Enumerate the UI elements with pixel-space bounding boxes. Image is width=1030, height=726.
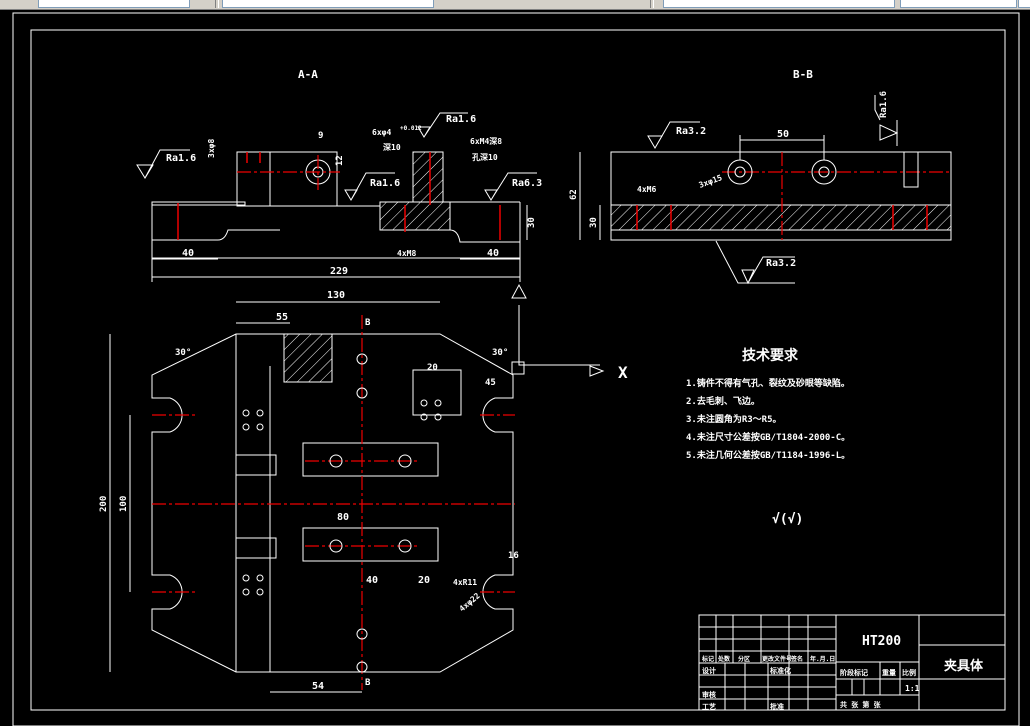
drawing-annotation: 年.月.日 bbox=[810, 655, 835, 663]
material-label: HT200 bbox=[862, 634, 901, 649]
drawing-annotation: 6xφ4 bbox=[372, 128, 391, 137]
toolbar-color-combo[interactable] bbox=[222, 0, 434, 8]
hatched-section bbox=[379, 201, 451, 231]
title-block: HT200 夹具体 标记 处数 分区 更改文件号 签名 年.月.日 设计 标准化… bbox=[698, 614, 1006, 711]
drawing-annotation: Ra1.6 bbox=[446, 114, 476, 125]
drawing-annotation: 80 bbox=[337, 512, 349, 523]
drawing-annotation: 深10 bbox=[383, 142, 401, 152]
drawing-annotation: 4xM6 bbox=[637, 185, 656, 194]
cad-drawing: A-A 229 40 40 30 9 12 4xM8 R bbox=[12, 12, 1020, 726]
toolbar bbox=[0, 0, 1030, 10]
drawing-annotation: 4xφ22 bbox=[458, 591, 482, 613]
drawing-annotation: Ra3.2 bbox=[766, 258, 796, 269]
scale-value: 1:1 bbox=[905, 684, 920, 693]
drawing-annotation: 20 bbox=[427, 363, 438, 373]
drawing-canvas[interactable]: A-A 229 40 40 30 9 12 4xM8 R bbox=[0, 10, 1030, 726]
drawing-annotation: 阶段标记 bbox=[840, 668, 868, 677]
drawing-annotation: 9 bbox=[318, 131, 323, 141]
plan-view: 130 55 30° 30° 200 100 54 80 40 20 16 45… bbox=[99, 283, 628, 693]
drawing-annotation: 55 bbox=[276, 312, 288, 323]
drawing-annotation: 50 bbox=[777, 129, 789, 140]
drawing-annotation: Ra1.6 bbox=[370, 178, 400, 189]
section-marker-bottom: B bbox=[365, 678, 371, 688]
section-marker-top: B bbox=[365, 318, 371, 328]
drawing-annotation: 6xM4深8 bbox=[470, 136, 502, 146]
drawing-annotation: 签名 bbox=[790, 655, 803, 663]
drawing-annotation: 比例 bbox=[902, 668, 916, 677]
drawing-annotation: 标记 bbox=[701, 655, 714, 663]
toolbar-layer-combo[interactable] bbox=[38, 0, 190, 8]
drawing-annotation: 100 bbox=[119, 496, 129, 512]
drawing-annotation: 处数 bbox=[717, 655, 731, 663]
section-aa-label: A-A bbox=[298, 68, 318, 81]
section-aa-view: A-A 229 40 40 30 9 12 4xM8 R bbox=[136, 68, 542, 282]
drawing-annotation: Ra1.6 bbox=[166, 153, 196, 164]
drawing-annotation: 设计 bbox=[702, 666, 716, 675]
drawing-annotation: 30 bbox=[527, 217, 537, 228]
drawing-annotation: 4.未注尺寸公差按GB/T1804-2000-C。 bbox=[686, 431, 850, 443]
drawing-annotation: 16 bbox=[508, 551, 519, 561]
view-arrow-label: X bbox=[618, 363, 628, 382]
drawing-annotation: 200 bbox=[99, 496, 109, 512]
drawing-annotation: 12 bbox=[335, 155, 345, 166]
tech-requirements: 技术要求 1.铸件不得有气孔、裂纹及砂眼等缺陷。 2.去毛刺、飞边。 3.未注圆… bbox=[686, 347, 850, 527]
drawing-frame bbox=[30, 29, 1006, 711]
drawing-annotation: 30 bbox=[589, 217, 599, 228]
drawing-annotation: 分区 bbox=[738, 655, 750, 663]
drawing-annotation: 40 bbox=[182, 248, 194, 259]
section-bb-view: B-B 50 62 30 4xM6 3xφ15 Ra3.2 Ra1.6 Ra3.… bbox=[569, 68, 952, 285]
drawing-annotation: Ra6.3 bbox=[512, 178, 542, 189]
drawing-annotation: 3xφ8 bbox=[207, 139, 216, 158]
drawing-annotation: 229 bbox=[330, 266, 348, 277]
drawing-annotation: +0.012 bbox=[400, 125, 422, 132]
drawing-annotation: 批准 bbox=[770, 702, 784, 711]
toolbar-lineweight-combo[interactable] bbox=[900, 0, 1017, 8]
drawing-annotation: 审核 bbox=[702, 690, 716, 699]
drawing-annotation: Ra3.2 bbox=[676, 126, 706, 137]
drawing-annotation: 62 bbox=[569, 189, 579, 200]
drawing-annotation: 3xφ15 bbox=[698, 173, 724, 190]
part-name: 夹具体 bbox=[944, 658, 984, 674]
drawing-annotation: 130 bbox=[327, 290, 345, 301]
drawing-annotation: 5.未注几何公差按GB/T1184-1996-L。 bbox=[686, 449, 850, 461]
drawing-annotation: 4xM8 bbox=[397, 249, 416, 258]
toolbar-linetype-combo[interactable] bbox=[663, 0, 895, 8]
drawing-annotation: 45 bbox=[485, 378, 496, 388]
drawing-annotation: 2.去毛刺、飞边。 bbox=[686, 395, 760, 407]
drawing-annotation: 54 bbox=[312, 681, 324, 692]
roughness-symbol: √(√) bbox=[772, 512, 803, 527]
sheet-border bbox=[12, 12, 1020, 726]
drawing-annotation: 更改文件号 bbox=[762, 655, 792, 663]
drawing-annotation: 30° bbox=[492, 348, 508, 358]
drawing-annotation: 40 bbox=[487, 248, 499, 259]
drawing-annotation: 20 bbox=[418, 575, 430, 586]
holes bbox=[242, 353, 442, 673]
drawing-annotation: 40 bbox=[366, 575, 378, 586]
section-bb-label: B-B bbox=[793, 68, 813, 81]
drawing-annotation: 4xR11 bbox=[453, 578, 477, 587]
drawing-annotation: Ra1.6 bbox=[879, 91, 889, 118]
tech-requirements-title: 技术要求 bbox=[742, 347, 799, 364]
toolbar-separator bbox=[215, 0, 219, 8]
drawing-annotation: 30° bbox=[175, 348, 191, 358]
drawing-annotation: 孔深10 bbox=[472, 152, 498, 162]
drawing-annotation: 1.铸件不得有气孔、裂纹及砂眼等缺陷。 bbox=[686, 377, 850, 389]
drawing-annotation: 工艺 bbox=[702, 702, 716, 711]
toolbar-separator bbox=[650, 0, 654, 8]
drawing-annotation: 3.未注圆角为R3～R5。 bbox=[686, 413, 782, 425]
drawing-annotation: 重量 bbox=[882, 668, 896, 677]
drawing-annotation: 共 张 第 张 bbox=[840, 700, 882, 709]
drawing-annotation: 标准化 bbox=[769, 666, 791, 675]
toolbar-plotstyle-combo[interactable] bbox=[1018, 0, 1030, 8]
